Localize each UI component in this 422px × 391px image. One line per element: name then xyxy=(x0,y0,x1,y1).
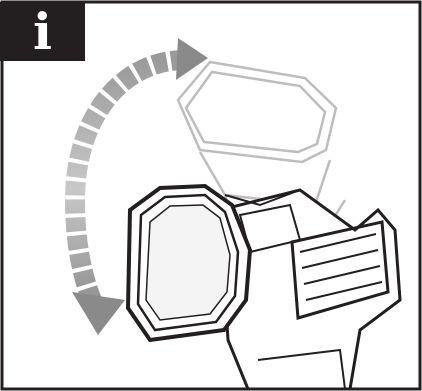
info-badge: i xyxy=(0,2,85,61)
info-icon: i xyxy=(33,7,52,57)
light-head xyxy=(128,186,250,340)
